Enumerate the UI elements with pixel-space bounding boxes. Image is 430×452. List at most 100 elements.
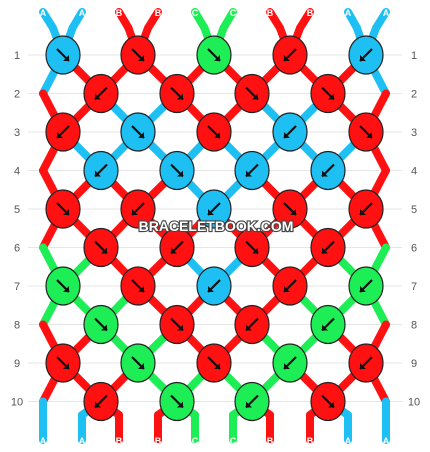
strand-label-top: B	[116, 8, 123, 18]
row-label-left: 3	[14, 127, 20, 139]
knot	[272, 112, 308, 152]
knot	[234, 73, 270, 114]
arrow-head-icon	[95, 401, 101, 408]
strand-label-bottom: A	[79, 436, 86, 446]
row-label-left: 5	[14, 204, 20, 216]
knot	[310, 381, 346, 422]
row-label-right: 2	[411, 89, 417, 101]
knot	[83, 73, 119, 114]
row-label-left: 4	[14, 166, 20, 178]
arrow-head-icon	[95, 170, 101, 177]
row-label-right: 9	[411, 358, 417, 370]
knot	[234, 381, 270, 422]
strand-label-top: A	[383, 8, 390, 18]
arrow-head-icon	[360, 286, 366, 292]
arrow-head-icon	[284, 363, 290, 369]
knot	[45, 112, 81, 152]
knot	[45, 189, 81, 229]
row-label-left: 2	[14, 89, 20, 101]
row-label-left: 10	[11, 397, 23, 409]
knot	[83, 227, 119, 268]
arrow-head-icon	[284, 286, 290, 292]
strand-label-bottom: A	[345, 436, 352, 446]
row-label-right: 3	[411, 127, 417, 139]
strand-label-bottom: C	[230, 436, 237, 446]
arrow-head-icon	[328, 93, 334, 100]
strand-label-top: A	[79, 8, 86, 18]
arrow-head-icon	[214, 132, 220, 138]
row-label-right: 5	[411, 204, 417, 216]
knot	[120, 343, 156, 383]
arrow-head-icon	[214, 363, 220, 369]
row-label-left: 1	[14, 50, 20, 62]
knot	[45, 266, 81, 306]
knot	[45, 35, 81, 75]
knot	[196, 343, 232, 383]
knot-grid	[45, 35, 384, 422]
arrow-head-icon	[101, 324, 107, 331]
knot	[83, 304, 119, 345]
knot	[196, 189, 232, 229]
knot	[120, 266, 156, 306]
knot	[120, 189, 156, 229]
arrow-head-icon	[322, 247, 328, 254]
arrow-head-icon	[290, 209, 296, 215]
knot	[159, 150, 195, 191]
arrow-head-icon	[252, 247, 258, 254]
arrow-head-icon	[177, 324, 183, 331]
row-label-right: 1	[411, 50, 417, 62]
arrow-head-icon	[101, 247, 107, 254]
strand-label-top: C	[230, 8, 237, 18]
knot	[120, 112, 156, 152]
arrow-head-icon	[252, 93, 258, 100]
knot	[310, 150, 346, 191]
knot	[272, 343, 308, 383]
knot	[348, 266, 384, 306]
knot	[348, 343, 384, 383]
arrow-head-icon	[63, 55, 69, 61]
arrow-head-icon	[63, 286, 69, 292]
arrow-head-icon	[177, 401, 183, 408]
row-label-right: 4	[411, 166, 417, 178]
row-label-left: 8	[14, 320, 20, 332]
knot	[159, 381, 195, 422]
arrow-head-icon	[171, 247, 177, 254]
knot	[310, 73, 346, 114]
knot	[272, 35, 308, 75]
row-label-right: 8	[411, 320, 417, 332]
strand-label-top: B	[267, 8, 274, 18]
knot	[272, 266, 308, 306]
arrow-head-icon	[284, 132, 290, 138]
knot	[310, 304, 346, 345]
strand-label-bottom: C	[192, 436, 199, 446]
strand-label-bottom: B	[116, 436, 123, 446]
strand-label-bottom: A	[40, 436, 47, 446]
knot	[348, 112, 384, 152]
strand-label-bottom: B	[155, 436, 162, 446]
strand-label-top: C	[192, 8, 199, 18]
knot	[196, 112, 232, 152]
arrow-head-icon	[138, 286, 144, 292]
knot	[159, 227, 195, 268]
row-label-right: 6	[411, 243, 417, 255]
arrow-head-icon	[177, 170, 183, 177]
arrow-head-icon	[63, 209, 69, 215]
bracelet-book-watermark: BRACELETBOOK.COM	[139, 218, 294, 234]
knot	[234, 150, 270, 191]
arrow-head-icon	[57, 132, 63, 138]
arrow-head-icon	[138, 55, 144, 61]
arrow-head-icon	[138, 132, 144, 138]
row-label-right: 7	[411, 281, 417, 293]
knot	[83, 381, 119, 422]
arrow-head-icon	[246, 324, 252, 331]
knot	[45, 343, 81, 383]
arrow-head-icon	[246, 170, 252, 177]
knot	[234, 227, 270, 268]
arrow-head-icon	[360, 55, 366, 61]
knot	[234, 304, 270, 345]
strand-label-top: A	[345, 8, 352, 18]
strand-label-top: B	[307, 8, 314, 18]
arrow-head-icon	[177, 93, 183, 100]
